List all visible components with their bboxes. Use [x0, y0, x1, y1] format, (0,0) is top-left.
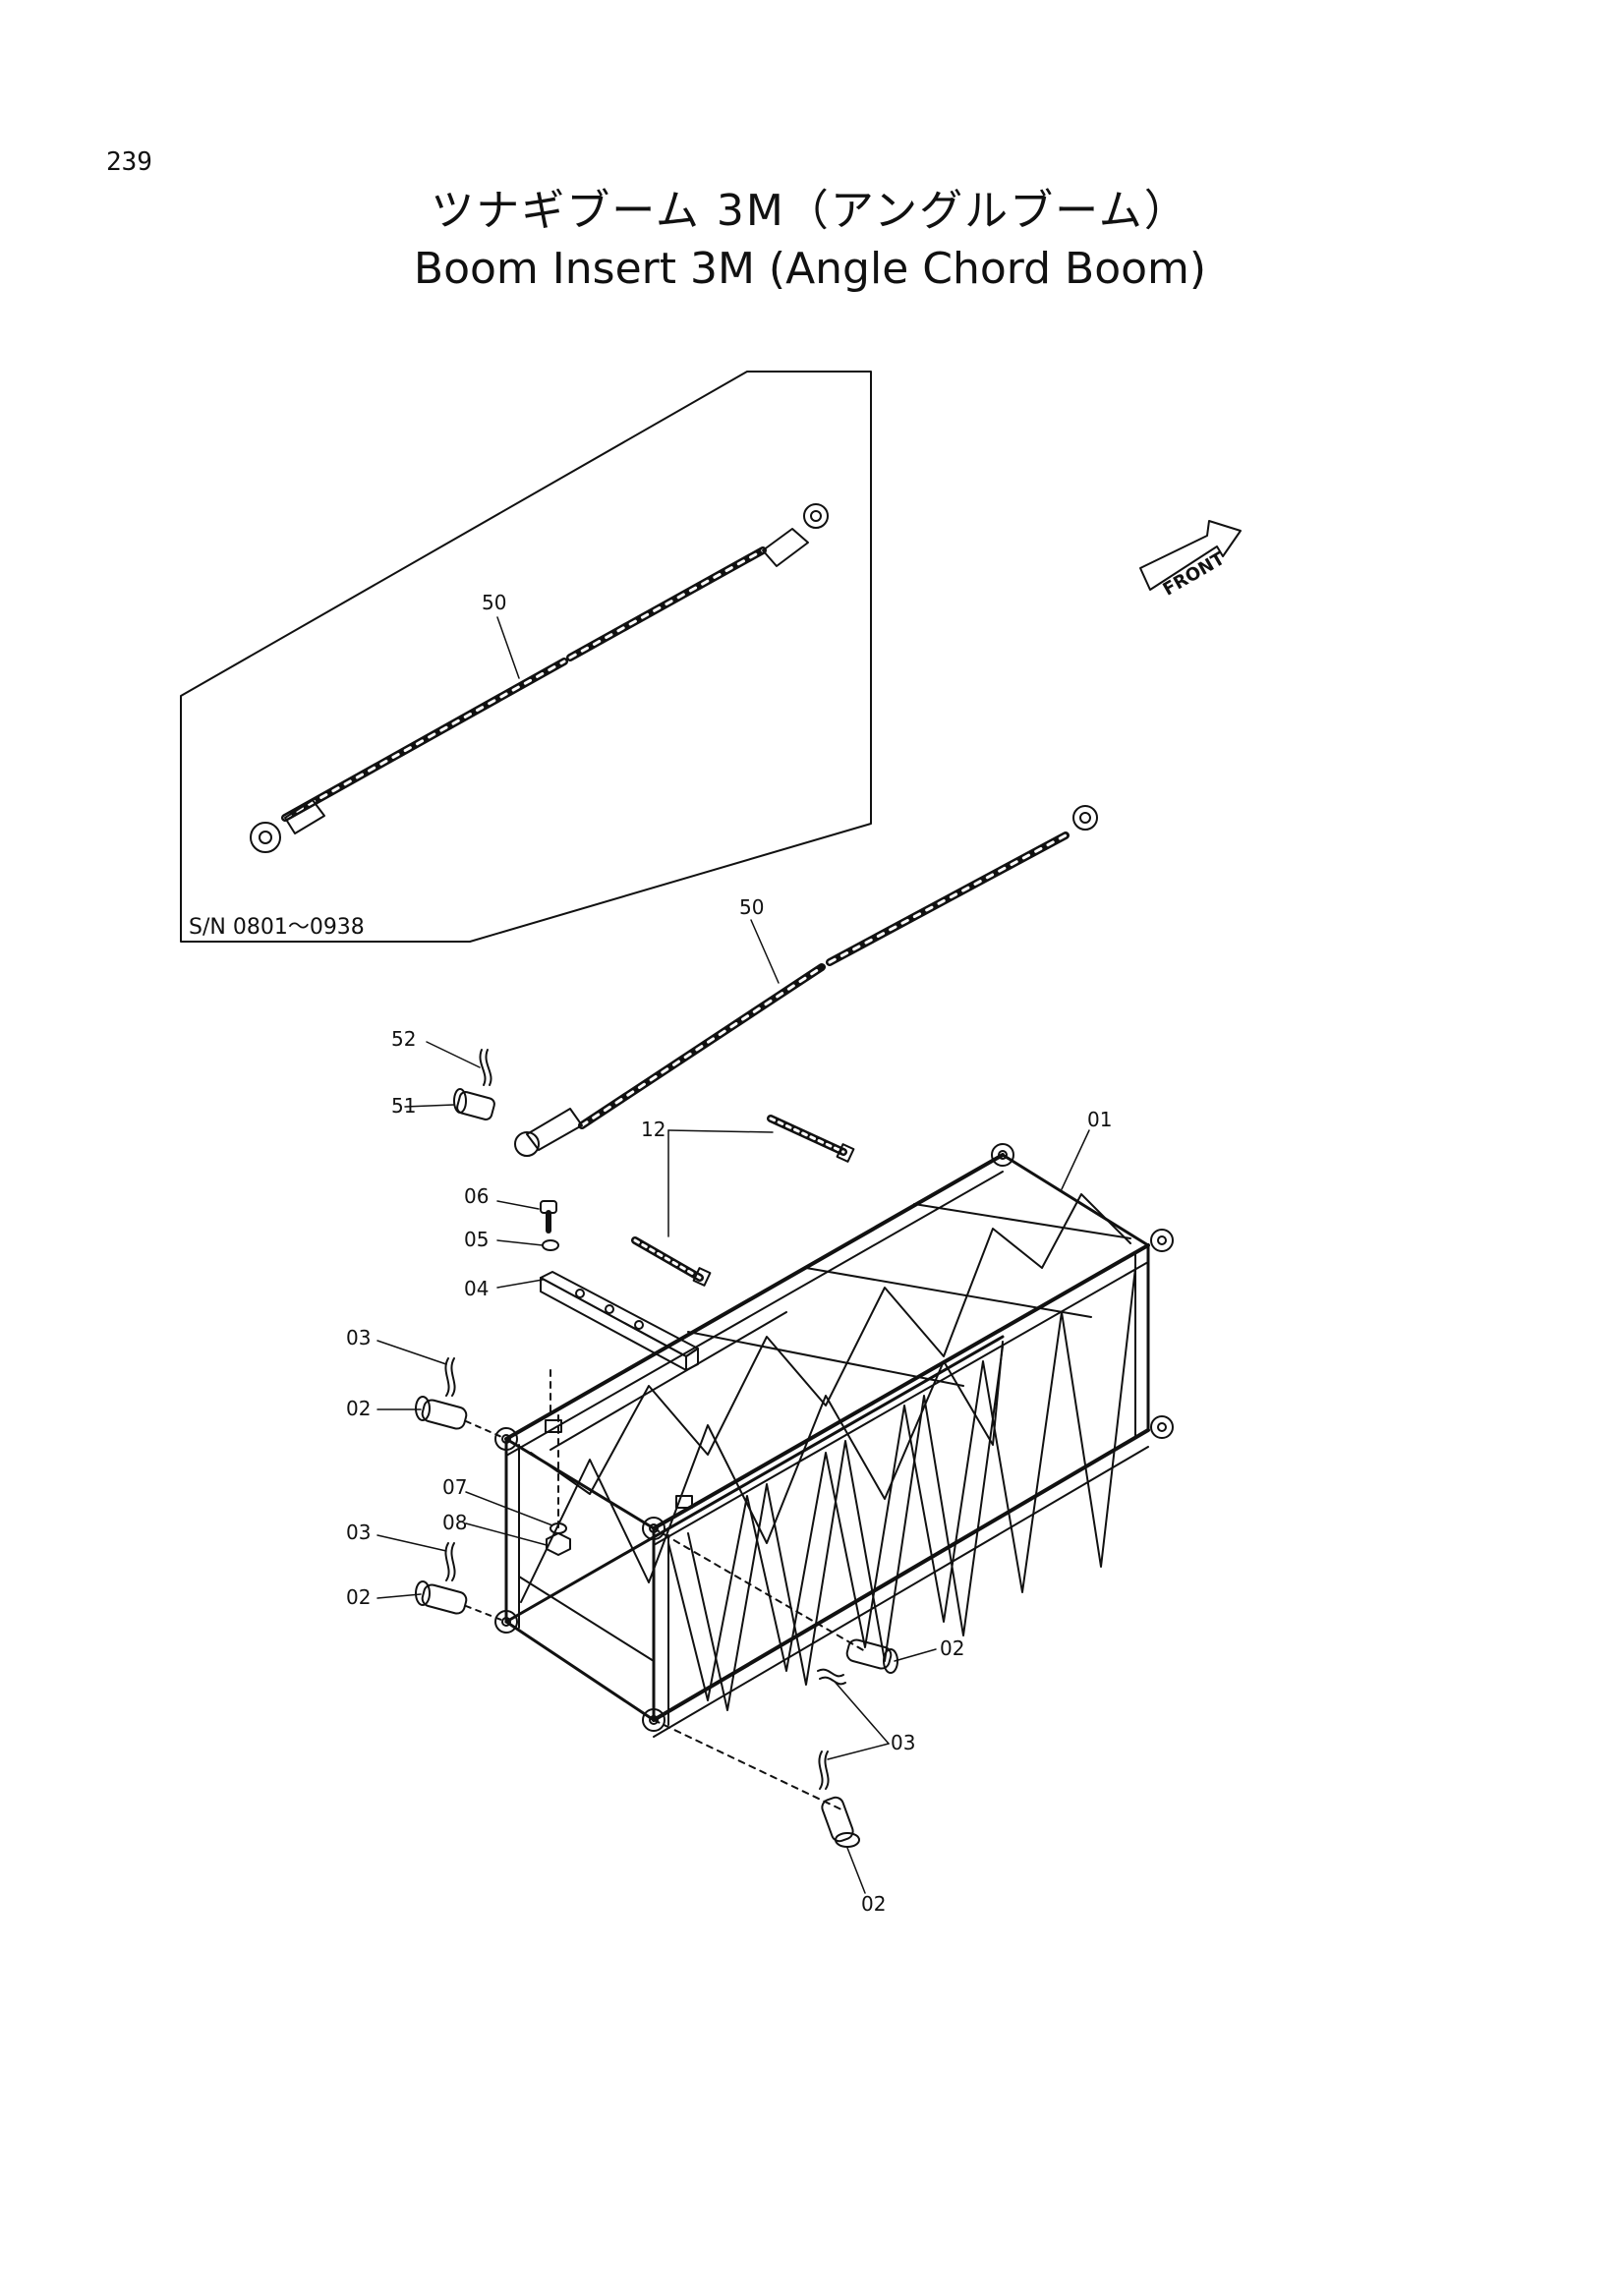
- nut-08: [546, 1532, 571, 1556]
- clip-03-right-lower: [818, 1751, 830, 1790]
- inset-serial-label: S/N 0801～0938: [189, 915, 365, 940]
- pin-02-right-upper: [845, 1638, 898, 1674]
- pin-02-right-lower: [821, 1796, 860, 1848]
- clip-03-right-upper: [817, 1668, 846, 1686]
- callout-50-main: 50: [739, 895, 764, 919]
- callout-04: 04: [464, 1277, 489, 1300]
- pendant-cable-main: [514, 805, 1098, 1157]
- callout-02-lower-left: 02: [346, 1585, 371, 1609]
- title-japanese: ツナギブーム 3M（アングルブーム）: [431, 186, 1189, 236]
- leader-lines: [376, 616, 1090, 1894]
- callout-08: 08: [442, 1511, 467, 1534]
- pendant-cable-inset: [250, 503, 829, 853]
- callout-52: 52: [391, 1027, 416, 1051]
- pin-02-upper-left: [415, 1396, 468, 1430]
- bolt-12-lower: [631, 1236, 712, 1287]
- pin-51: [453, 1088, 495, 1120]
- callout-03-right: 03: [891, 1731, 915, 1754]
- callout-07: 07: [442, 1475, 467, 1499]
- boom-insert-frame: [494, 1143, 1174, 1738]
- callout-01: 01: [1087, 1108, 1112, 1131]
- page-number: 239: [106, 147, 152, 177]
- callout-06: 06: [464, 1184, 489, 1208]
- front-label: FRONT: [1159, 548, 1229, 601]
- title-english: Boom Insert 3M (Angle Chord Boom): [413, 244, 1207, 294]
- clip-03-lower-left: [444, 1542, 456, 1581]
- clip-03-upper-left: [444, 1357, 456, 1397]
- callout-03-lower-left: 03: [346, 1521, 371, 1544]
- callout-05: 05: [464, 1228, 489, 1251]
- callout-12: 12: [641, 1118, 665, 1141]
- front-arrow: [1139, 520, 1242, 591]
- inset-box: [180, 371, 872, 943]
- callout-50-inset: 50: [482, 591, 506, 614]
- pin-02-lower-left: [415, 1580, 468, 1615]
- plate-04: [540, 1271, 699, 1371]
- bolt-12-upper: [767, 1115, 855, 1163]
- callout-03-upper-left: 03: [346, 1326, 371, 1349]
- callout-02-upper-left: 02: [346, 1397, 371, 1420]
- callout-02-right-lower: 02: [861, 1892, 886, 1916]
- bolt-06: [540, 1200, 557, 1234]
- washer-05: [542, 1239, 559, 1251]
- clip-52: [479, 1049, 492, 1086]
- callout-02-right-upper: 02: [940, 1636, 964, 1660]
- callout-51: 51: [391, 1094, 416, 1118]
